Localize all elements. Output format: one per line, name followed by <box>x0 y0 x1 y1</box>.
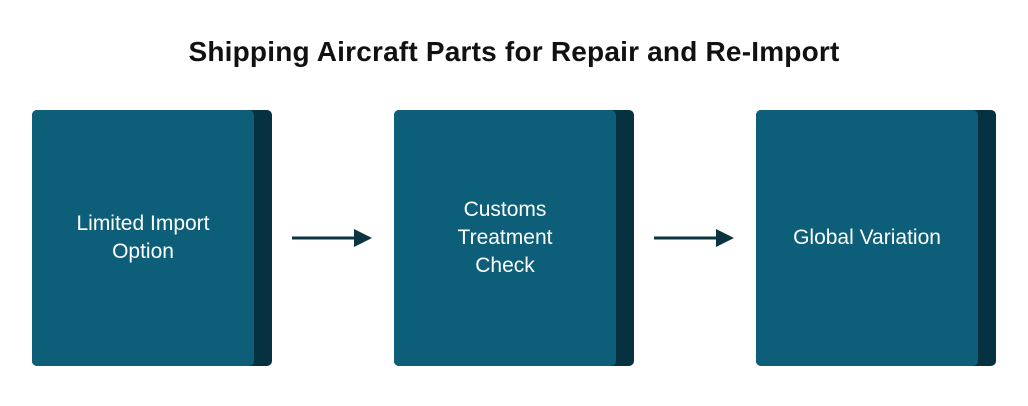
step-box-face: Global Variation <box>756 110 978 366</box>
step-label: Global Variation <box>793 226 941 249</box>
step-box-customs-treatment-check: Customs Treatment Check <box>394 110 634 366</box>
step-label: Customs Treatment Check <box>457 198 553 277</box>
right-arrow-icon <box>654 229 734 247</box>
step-box-face: Customs Treatment Check <box>394 110 616 366</box>
diagram-title: Shipping Aircraft Parts for Repair and R… <box>188 36 840 67</box>
step-box-face: Limited Import Option <box>32 110 254 366</box>
step-box-global-variation: Global Variation <box>756 110 996 366</box>
step-box-limited-import-option: Limited Import Option <box>32 110 272 366</box>
step-label: Limited Import Option <box>76 212 210 263</box>
right-arrow-icon <box>292 229 372 247</box>
